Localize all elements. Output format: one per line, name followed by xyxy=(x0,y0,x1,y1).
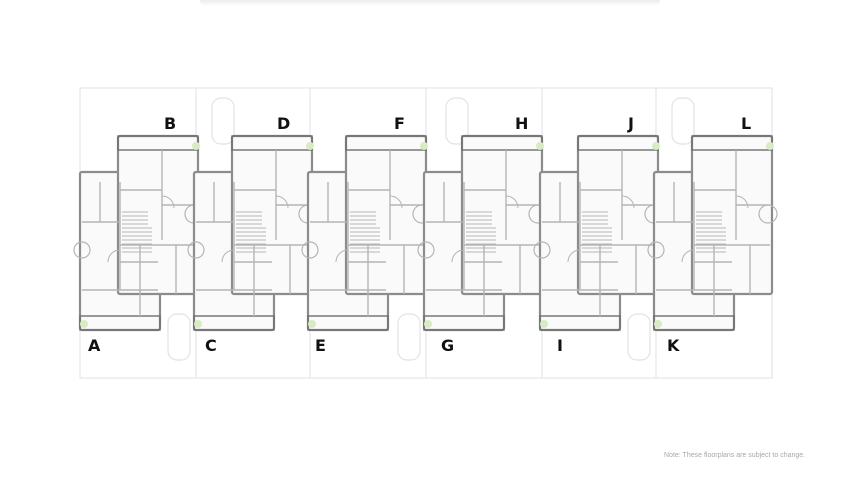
lower-door-swing xyxy=(107,249,121,263)
upper-door-swing xyxy=(389,195,403,209)
car-outline-bottom-0 xyxy=(167,313,191,361)
planting-top xyxy=(192,142,200,150)
lower-round-feature xyxy=(417,241,435,259)
upper-door-swing xyxy=(735,195,749,209)
lower-door-swing xyxy=(451,249,465,263)
upper-unit-outline xyxy=(690,134,774,296)
planting-bottom xyxy=(654,320,662,328)
lower-entry-canopy xyxy=(79,315,161,331)
unit-pair-5 xyxy=(647,134,778,332)
upper-round-feature xyxy=(758,204,778,224)
unit-pair-0 xyxy=(73,134,204,332)
upper-door-swing xyxy=(275,195,289,209)
top-shadow xyxy=(200,0,660,6)
unit-label-f[interactable]: F xyxy=(394,114,406,133)
unit-label-k[interactable]: K xyxy=(667,336,680,355)
lower-round-feature xyxy=(187,241,205,259)
unit-label-h[interactable]: H xyxy=(515,114,529,133)
car-outline-top-2 xyxy=(671,97,695,145)
car-outline-top-0 xyxy=(211,97,235,145)
lower-door-swing xyxy=(681,249,695,263)
lower-entry-canopy xyxy=(307,315,389,331)
building-row xyxy=(73,134,778,332)
planting-bottom xyxy=(308,320,316,328)
lower-door-swing xyxy=(335,249,349,263)
unit-label-e[interactable]: E xyxy=(315,336,327,355)
unit-pair-2 xyxy=(301,134,432,332)
unit-label-c[interactable]: C xyxy=(205,336,218,355)
unit-label-a[interactable]: A xyxy=(88,336,101,355)
upper-door-swing xyxy=(505,195,519,209)
upper-door-swing xyxy=(621,195,635,209)
planting-top xyxy=(766,142,774,150)
disclaimer-note: Note: These floorplans are subject to ch… xyxy=(664,452,806,459)
planting-top xyxy=(536,142,544,150)
planting-top xyxy=(306,142,314,150)
upper-door-swing xyxy=(161,195,175,209)
car-outline-bottom-2 xyxy=(627,313,651,361)
planting-top xyxy=(652,142,660,150)
planting-bottom xyxy=(424,320,432,328)
upper-unit-outline xyxy=(116,134,200,296)
unit-label-i[interactable]: I xyxy=(557,336,564,355)
unit-pair-1 xyxy=(187,134,318,332)
planting-bottom xyxy=(80,320,88,328)
lower-entry-canopy xyxy=(653,315,735,331)
unit-pair-3 xyxy=(417,134,548,332)
upper-unit-outline xyxy=(460,134,544,296)
car-outline-bottom-1 xyxy=(397,313,421,361)
unit-label-j[interactable]: J xyxy=(628,114,635,133)
lower-entry-canopy xyxy=(539,315,621,331)
car-outline-top-1 xyxy=(445,97,469,145)
upper-unit-outline xyxy=(576,134,660,296)
unit-label-b[interactable]: B xyxy=(164,114,177,133)
unit-label-g[interactable]: G xyxy=(441,336,455,355)
planting-bottom xyxy=(194,320,202,328)
lower-round-feature xyxy=(533,241,551,259)
lower-entry-canopy xyxy=(423,315,505,331)
lower-round-feature xyxy=(73,241,91,259)
planting-bottom xyxy=(540,320,548,328)
unit-pair-4 xyxy=(533,134,664,332)
upper-unit-outline xyxy=(344,134,428,296)
lower-entry-canopy xyxy=(193,315,275,331)
lower-door-swing xyxy=(567,249,581,263)
lower-round-feature xyxy=(647,241,665,259)
lower-door-swing xyxy=(221,249,235,263)
unit-label-d[interactable]: D xyxy=(277,114,291,133)
unit-label-l[interactable]: L xyxy=(741,114,752,133)
upper-unit-outline xyxy=(230,134,314,296)
planting-top xyxy=(420,142,428,150)
lower-round-feature xyxy=(301,241,319,259)
